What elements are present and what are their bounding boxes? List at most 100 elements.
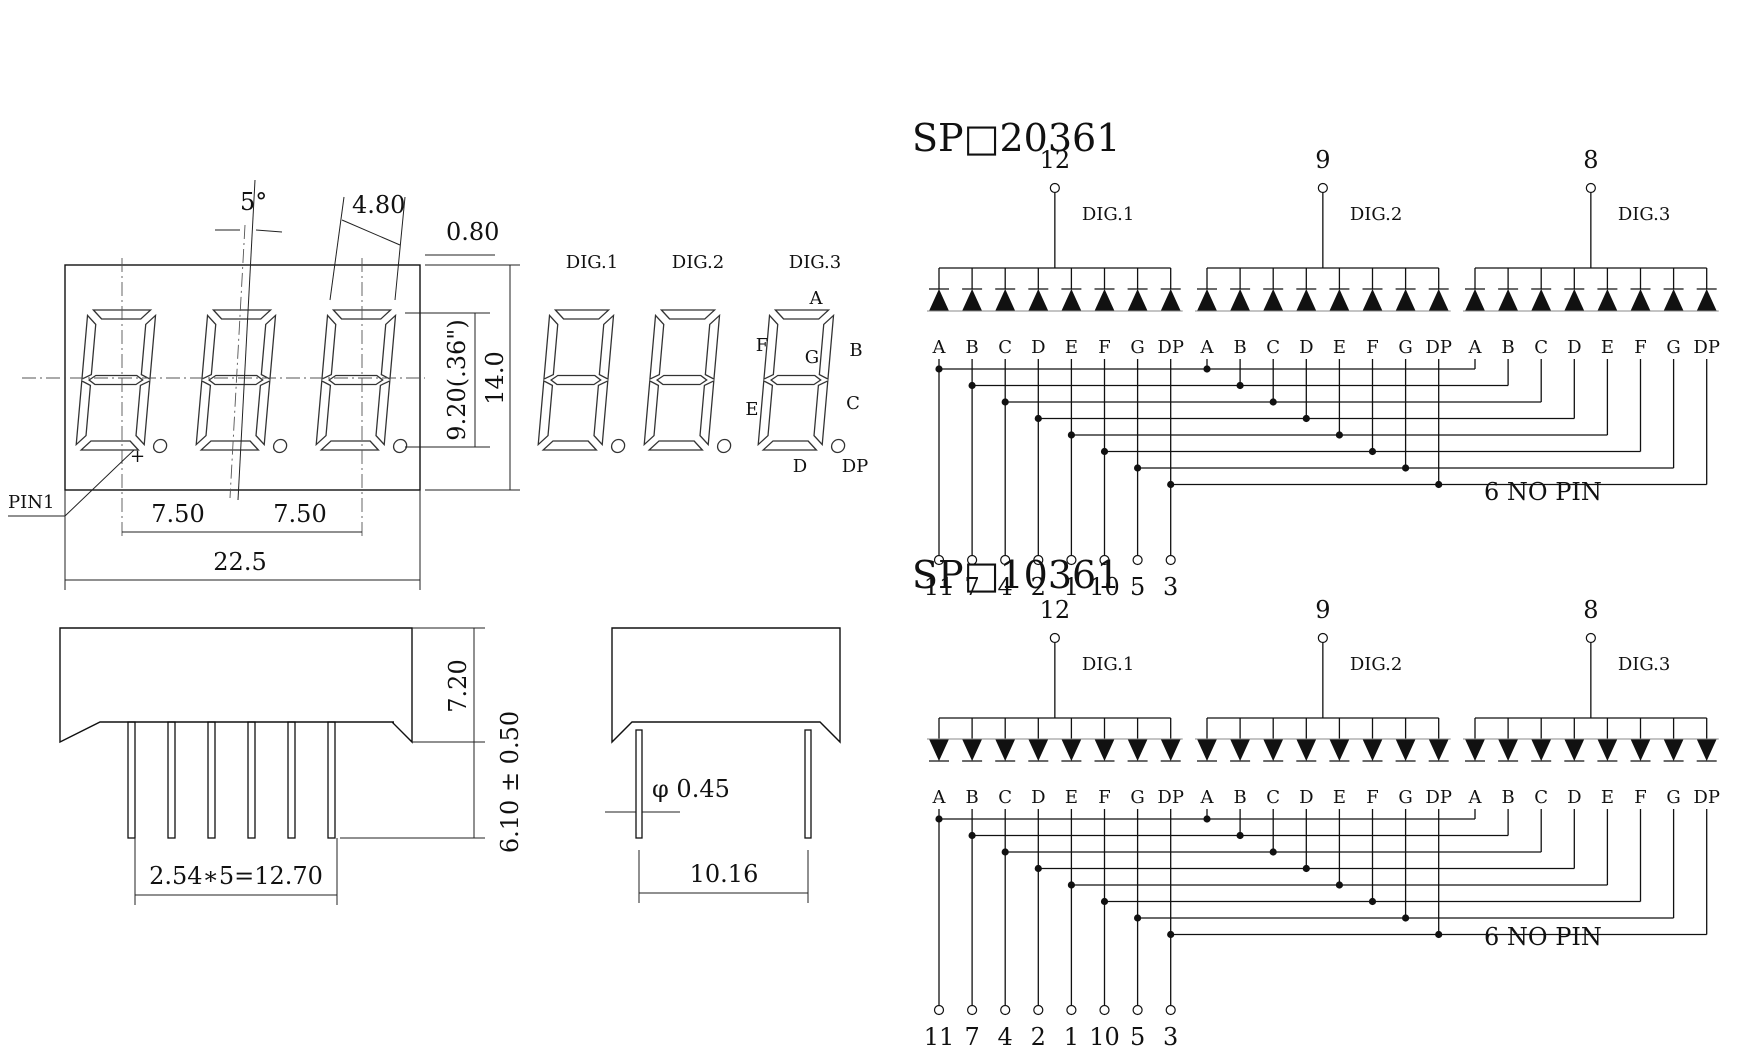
junction-dot xyxy=(1269,848,1277,856)
junction-dot xyxy=(1034,414,1042,423)
seven-segment-digit xyxy=(537,309,626,454)
segment-d xyxy=(319,440,380,451)
segment-pin-label: 4 xyxy=(998,573,1013,601)
junction-dot xyxy=(935,365,943,373)
led-diode xyxy=(1160,289,1181,311)
segment-g xyxy=(549,374,602,386)
segment-a xyxy=(211,309,273,320)
led-diode xyxy=(1127,289,1148,311)
led-diode xyxy=(1230,739,1251,761)
led-diode xyxy=(1498,739,1519,761)
segment-dp xyxy=(830,438,846,454)
led-diode xyxy=(1296,739,1317,761)
junction-dot xyxy=(1435,930,1443,939)
common-pin-label: 12 xyxy=(1040,596,1071,624)
junction-dot xyxy=(1134,914,1142,922)
segment-dp xyxy=(716,438,732,454)
digit-width-label: 4.80 xyxy=(352,191,405,219)
segment-pin xyxy=(1132,1004,1143,1016)
led-diode xyxy=(1160,739,1181,761)
side-pin xyxy=(167,721,176,839)
led-diode xyxy=(1428,289,1449,311)
segment-c xyxy=(699,379,715,447)
segment-pin-label: 7 xyxy=(964,573,979,601)
led-diode xyxy=(995,739,1016,761)
segment-digits xyxy=(537,309,846,454)
segment-label: F xyxy=(1634,337,1647,358)
led-diode xyxy=(1564,739,1585,761)
end-view: φ 0.45 10.16 xyxy=(605,627,841,903)
total-width-label: 22.5 xyxy=(213,548,266,576)
segment-pin xyxy=(1132,554,1143,566)
segment-f xyxy=(763,313,779,381)
led-diode xyxy=(1263,289,1284,311)
segment-label: C xyxy=(998,787,1012,808)
dim-line-digit-width xyxy=(341,219,401,246)
led-diode xyxy=(1197,739,1217,761)
pin-length-label: 6.10 ± 0.50 xyxy=(496,711,524,853)
segment-f xyxy=(649,313,665,381)
pitch-1-label: 7.50 xyxy=(151,500,204,528)
junction-dot xyxy=(1001,848,1009,856)
segment-label: DP xyxy=(1157,787,1184,808)
segment-dp xyxy=(272,438,288,454)
junction-dot xyxy=(1100,897,1109,906)
segment-label: G xyxy=(1398,787,1412,808)
segment-g xyxy=(87,374,144,386)
side-pin xyxy=(127,721,136,839)
side-view: 7.20 6.10 ± 0.50 2.54∗5=12.70 xyxy=(59,627,524,905)
common-pin-label: 8 xyxy=(1583,596,1598,624)
pin1-label: PIN1 xyxy=(8,492,54,513)
segment-pin-label: 10 xyxy=(1089,573,1120,601)
segment-e xyxy=(537,379,554,447)
common-pin-label: 8 xyxy=(1583,146,1598,174)
junction-dot xyxy=(1335,881,1343,889)
common-pin xyxy=(1585,632,1596,644)
pin1-leader-line xyxy=(8,449,135,517)
segment-letter-a: A xyxy=(809,288,824,309)
segment-label: B xyxy=(1233,337,1246,358)
segment-label: DP xyxy=(1157,337,1184,358)
segment-pin-label: 11 xyxy=(924,1023,955,1051)
segment-e xyxy=(643,379,660,447)
led-diode xyxy=(1465,739,1485,761)
segment-pin xyxy=(1165,1004,1176,1016)
segment-letter-c: C xyxy=(846,393,860,414)
segment-f xyxy=(201,313,217,381)
led-diode xyxy=(962,739,983,761)
led-diode xyxy=(1061,739,1082,761)
segment-label: C xyxy=(1266,787,1280,808)
led-diode xyxy=(1362,289,1383,311)
end-pin-right xyxy=(804,729,812,839)
no-pin-note: 6 NO PIN xyxy=(1484,478,1602,506)
seven-segment-digit xyxy=(315,309,408,454)
circuit-title: SP□10361 xyxy=(912,553,1120,597)
led-diode xyxy=(1197,289,1217,311)
led-diode xyxy=(1597,289,1618,311)
no-pin-note: 6 NO PIN xyxy=(1484,923,1602,951)
led-diode xyxy=(1696,739,1717,761)
seven-segment-digit xyxy=(643,309,732,454)
segment-d xyxy=(541,440,598,451)
junction-dot xyxy=(1368,897,1377,906)
segment-d xyxy=(79,440,140,451)
common-pin xyxy=(1317,182,1328,194)
segment-view-digit1-label: DIG.1 xyxy=(566,252,618,273)
junction-dot xyxy=(1269,398,1277,406)
segment-pin xyxy=(1033,554,1044,566)
seven-segment-digit xyxy=(757,309,846,454)
segment-pin xyxy=(1066,1004,1077,1016)
segment-letter-d: D xyxy=(793,456,807,477)
segment-pin xyxy=(1066,554,1077,566)
segment-label: G xyxy=(1398,337,1412,358)
segment-b xyxy=(704,313,721,381)
segment-f xyxy=(543,313,559,381)
segment-d xyxy=(761,440,818,451)
segment-c xyxy=(813,379,829,447)
led-diode xyxy=(1564,289,1585,311)
junction-dot xyxy=(1167,480,1175,489)
junction-dot xyxy=(1134,464,1142,472)
led-diode xyxy=(962,289,983,311)
